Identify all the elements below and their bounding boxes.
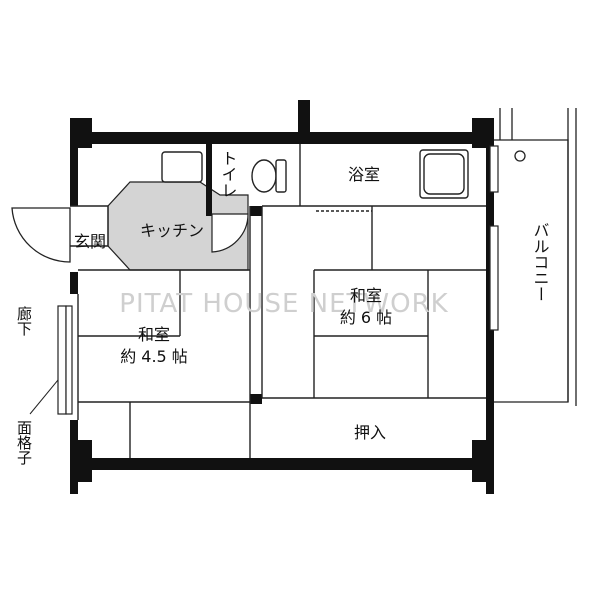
toilet-bowl — [251, 159, 277, 193]
windows — [489, 145, 499, 331]
entrance-door — [11, 207, 71, 263]
washitsu-large-name: 和室 — [350, 286, 382, 305]
washitsu-small-name: 和室 — [138, 325, 170, 344]
partitions — [70, 144, 486, 458]
corridor-label: 廊下 — [15, 306, 33, 336]
kitchen-sink — [161, 151, 203, 183]
entrance-label: 玄関 — [74, 232, 106, 251]
balcony-label: バルコニー — [531, 222, 550, 302]
washitsu-small-size: 約 4.5 帖 — [120, 347, 188, 366]
lattice-window — [57, 305, 73, 415]
lattice-leader — [29, 379, 59, 415]
toilet-label: トイレ — [219, 150, 238, 198]
lattice-label: 面格子 — [15, 420, 33, 465]
toilet-tank — [275, 159, 287, 193]
washitsu-large-size: 約 6 帖 — [340, 308, 392, 327]
bath-label: 浴室 — [348, 165, 380, 184]
balcony-outline — [494, 108, 577, 406]
toilet-door — [211, 213, 249, 253]
kitchen-label: キッチン — [140, 221, 204, 240]
bath-rim — [423, 153, 465, 195]
closet-label: 押入 — [354, 423, 386, 442]
fixtures — [161, 149, 469, 199]
watermark: PITAT HOUSE NETWORK — [119, 289, 448, 319]
